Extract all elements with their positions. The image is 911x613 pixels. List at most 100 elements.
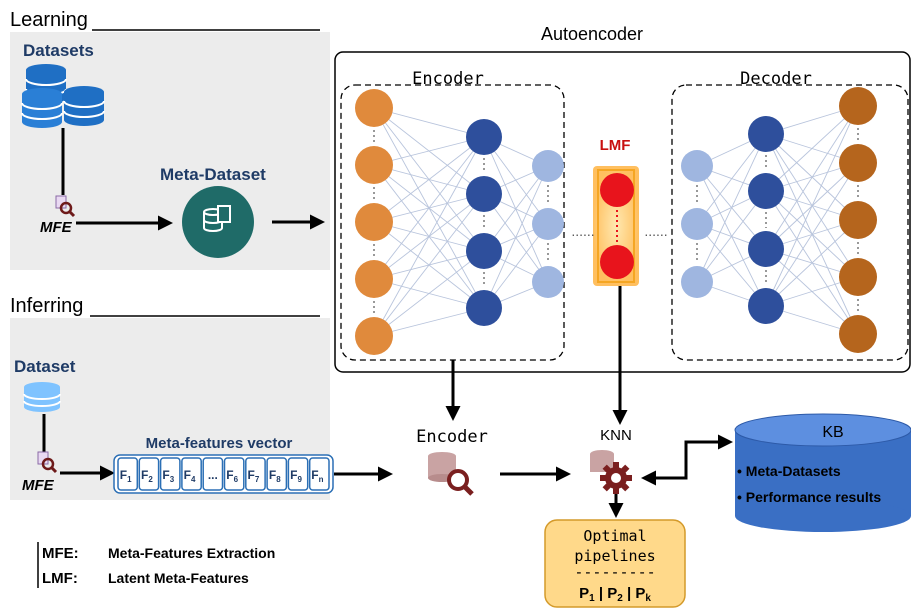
pipelines-line1: Optimal (583, 527, 646, 545)
network-node (466, 176, 502, 212)
network-node (748, 231, 784, 267)
pipeline-p1: P (579, 585, 589, 602)
network-node (355, 260, 393, 298)
legend-lmf-value: Latent Meta-Features (108, 570, 249, 586)
network-node (355, 89, 393, 127)
network-node (839, 87, 877, 125)
network-connection (696, 190, 767, 283)
feature-vector-title: Meta-features vector (146, 435, 293, 452)
network-connection (373, 193, 485, 337)
dataset-label: Dataset (14, 357, 76, 376)
network-node (466, 119, 502, 155)
network-node (466, 290, 502, 326)
pipeline-bar-2: | (627, 585, 631, 602)
lmf-box (597, 169, 635, 283)
network-node (748, 173, 784, 209)
optimal-pipelines-box: Optimal pipelines --------- P1 | P2 | Pk (544, 519, 686, 608)
feature-cell (245, 457, 266, 491)
decoder-gap-dots: ...... (644, 223, 667, 239)
network-node (681, 266, 713, 298)
pipeline-pk: P (635, 585, 645, 602)
network-node (839, 201, 877, 239)
lmf-label: LMF (600, 137, 631, 154)
pipeline-bar-1: | (599, 585, 603, 602)
feature-cell (223, 457, 245, 491)
feature-label: F2 (141, 468, 153, 484)
network-node (839, 315, 877, 353)
mfe-label-inferring: MFE (22, 477, 55, 494)
network-node (466, 233, 502, 269)
pipeline-pk-sub: k (645, 593, 651, 604)
network-node (681, 208, 713, 240)
learning-panel: Learning Datasets (10, 9, 330, 270)
network-connection (373, 136, 485, 280)
feature-label: ... (208, 468, 218, 482)
pipeline-p1-sub: 1 (589, 593, 595, 604)
network-node (532, 150, 564, 182)
feature-cell (138, 457, 160, 491)
network-connection (373, 136, 485, 223)
network-connection (696, 133, 767, 225)
network-node (355, 203, 393, 241)
pipelines-separator: --------- (574, 563, 655, 581)
network-nodes (355, 87, 877, 355)
knn-gear-icon (590, 450, 632, 494)
network-connection (765, 105, 859, 250)
feature-cell (159, 457, 181, 491)
inferring-panel: Inferring Dataset MFE Meta-features vect… (10, 295, 393, 500)
feature-label: F7 (248, 468, 260, 484)
pipeline-p2: P (607, 585, 617, 602)
feature-label: F6 (226, 468, 238, 484)
decoder-box (671, 84, 909, 361)
network-node (748, 116, 784, 152)
network-node (355, 317, 393, 355)
knn-label: KNN (600, 427, 632, 444)
network-node (532, 208, 564, 240)
autoencoder-title: Autoencoder (541, 24, 643, 44)
learning-title: Learning (10, 9, 88, 31)
encoder-label: Encoder (412, 69, 484, 89)
kb-item-performance-results: • Performance results (737, 489, 881, 505)
network-node (839, 258, 877, 296)
kb-item-meta-datasets: • Meta-Datasets (737, 463, 841, 479)
network-connection (696, 133, 767, 283)
meta-dataset-label: Meta-Dataset (160, 165, 266, 184)
network-connection (765, 105, 859, 307)
inferring-title: Inferring (10, 295, 83, 317)
legend-mfe-key: MFE: (42, 545, 79, 562)
network-connection (373, 250, 485, 337)
feature-label: Fn (311, 468, 323, 484)
legend: MFE: Meta-Features Extraction LMF: Laten… (37, 542, 275, 588)
network-connection (483, 136, 549, 225)
mfe-label-learning: MFE (40, 219, 73, 236)
legend-mfe-value: Meta-Features Extraction (108, 545, 275, 561)
feature-cell (266, 457, 288, 491)
network-connection (765, 162, 859, 307)
encoder-inference-label: Encoder (416, 427, 488, 447)
network-node (681, 150, 713, 182)
pipelines-list: P1 | P2 | Pk (579, 585, 651, 604)
feature-label: F1 (120, 468, 132, 484)
feature-cell (308, 457, 330, 491)
network-connection (483, 136, 549, 283)
encoder-search-icon (428, 452, 474, 496)
network-node (532, 266, 564, 298)
kb-cylinder: KB • Meta-Datasets • Performance results (734, 413, 911, 532)
datasets-label: Datasets (23, 41, 94, 60)
datasets-icon (21, 64, 105, 128)
feature-cell (117, 457, 139, 491)
feature-cell (181, 457, 202, 491)
network-node (839, 144, 877, 182)
lmf-node (600, 173, 634, 207)
pipelines-line2: pipelines (574, 547, 655, 565)
feature-cell (287, 457, 309, 491)
network-connection (765, 219, 859, 307)
pipeline-p2-sub: 2 (617, 593, 623, 604)
network-node (355, 146, 393, 184)
network-connection (765, 105, 859, 192)
network-connection (373, 136, 485, 337)
kb-title: KB (822, 424, 843, 441)
dataset-icon (23, 382, 61, 412)
